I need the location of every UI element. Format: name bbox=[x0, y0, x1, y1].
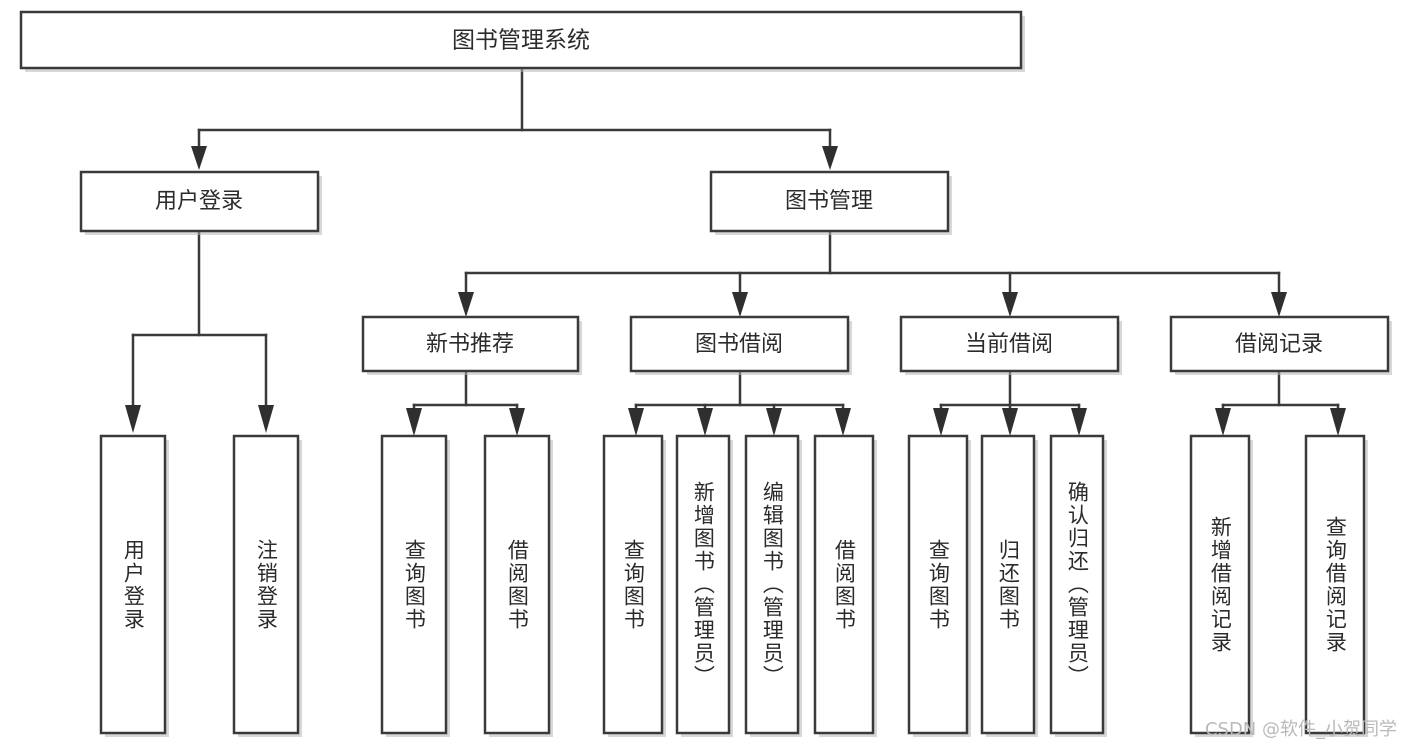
leaf-node-new-book-2[interactable] bbox=[483, 434, 553, 737]
node-user-login[interactable]: 用户登录 bbox=[79, 170, 322, 235]
leaf-rect[interactable] bbox=[602, 434, 664, 735]
arrow-head-icon bbox=[628, 408, 644, 436]
connector-group-new-book bbox=[406, 371, 525, 436]
arrow-head-icon bbox=[191, 146, 207, 170]
leaf-rect[interactable] bbox=[483, 434, 551, 735]
leaf-node-new-book-1[interactable] bbox=[380, 434, 450, 737]
node-book-management-rect[interactable] bbox=[709, 170, 950, 233]
node-root-label: 图书管理系统 bbox=[452, 28, 590, 54]
leaf-rect[interactable] bbox=[1304, 434, 1366, 735]
arrow-head-icon bbox=[697, 408, 713, 436]
arrow-head-icon bbox=[1002, 292, 1018, 317]
connector-group-root bbox=[191, 68, 838, 170]
connector-group-borrow-record bbox=[1215, 371, 1346, 436]
node-root[interactable]: 图书管理系统 bbox=[19, 10, 1025, 72]
leaf-node-borrow-record-2[interactable] bbox=[1304, 434, 1368, 737]
leaf-node-book-borrow-1[interactable] bbox=[602, 434, 666, 737]
node-current-borrow-label: 当前借阅 bbox=[965, 332, 1053, 357]
leaf-node-current-borrow-3[interactable] bbox=[1049, 434, 1107, 737]
arrow-head-icon bbox=[458, 292, 474, 317]
leaf-node-user-login-1[interactable] bbox=[99, 434, 169, 737]
node-new-book-recommend[interactable]: 新书推荐 bbox=[361, 315, 582, 375]
connector-group-user-login bbox=[125, 231, 274, 433]
leaf-node-current-borrow-2[interactable] bbox=[980, 434, 1038, 737]
leaf-rect[interactable] bbox=[1189, 434, 1251, 735]
node-book-management-label: 图书管理 bbox=[785, 189, 873, 214]
connector-group-book-borrow bbox=[628, 371, 851, 436]
leaf-rect[interactable] bbox=[675, 434, 731, 735]
leaf-rect[interactable] bbox=[980, 434, 1036, 735]
arrow-head-icon bbox=[822, 146, 838, 170]
node-current-borrow-rect[interactable] bbox=[899, 315, 1120, 373]
node-borrow-record-label: 借阅记录 bbox=[1235, 332, 1323, 357]
arrow-head-icon bbox=[509, 408, 525, 436]
node-book-borrow-label: 图书借阅 bbox=[695, 332, 783, 357]
arrow-head-icon bbox=[1215, 408, 1231, 436]
arrow-head-icon bbox=[1071, 408, 1087, 436]
leaf-node-user-login-2[interactable] bbox=[232, 434, 302, 737]
arrow-head-icon bbox=[766, 408, 782, 436]
leaf-rect[interactable] bbox=[813, 434, 875, 735]
node-current-borrow[interactable]: 当前借阅 bbox=[899, 315, 1122, 375]
node-book-borrow-rect[interactable] bbox=[629, 315, 850, 373]
node-book-borrow[interactable]: 图书借阅 bbox=[629, 315, 852, 375]
leaf-rect[interactable] bbox=[99, 434, 167, 735]
leaf-node-book-borrow-4[interactable] bbox=[813, 434, 877, 737]
leaf-rect[interactable] bbox=[232, 434, 300, 735]
arrow-head-icon bbox=[1002, 408, 1018, 436]
node-user-login-rect[interactable] bbox=[79, 170, 320, 233]
leaf-node-current-borrow-1[interactable] bbox=[907, 434, 971, 737]
leaf-node-book-borrow-2[interactable] bbox=[675, 434, 733, 737]
leaf-node-book-borrow-3[interactable] bbox=[744, 434, 802, 737]
node-user-login-label: 用户登录 bbox=[155, 189, 243, 214]
arrow-head-icon bbox=[1271, 292, 1287, 317]
leaf-node-borrow-record-1[interactable] bbox=[1189, 434, 1253, 737]
watermark-text: CSDN @软件_小贺同学 bbox=[1204, 719, 1397, 740]
leaf-rect[interactable] bbox=[380, 434, 448, 735]
arrow-head-icon bbox=[125, 405, 141, 433]
node-root-rect[interactable] bbox=[19, 10, 1023, 70]
node-book-management[interactable]: 图书管理 bbox=[709, 170, 952, 235]
leaf-rect[interactable] bbox=[1049, 434, 1105, 735]
arrow-head-icon bbox=[835, 408, 851, 436]
node-borrow-record-rect[interactable] bbox=[1169, 315, 1390, 373]
arrow-head-icon bbox=[1330, 408, 1346, 436]
leaf-rect[interactable] bbox=[744, 434, 800, 735]
leaf-rect[interactable] bbox=[907, 434, 969, 735]
arrow-head-icon bbox=[406, 408, 422, 436]
node-borrow-record[interactable]: 借阅记录 bbox=[1169, 315, 1392, 375]
arrow-head-icon bbox=[732, 292, 748, 317]
connector-group-book-management bbox=[458, 231, 1287, 317]
arrow-head-icon bbox=[933, 408, 949, 436]
node-new-book-recommend-label: 新书推荐 bbox=[426, 332, 514, 357]
connector-group-current-borrow bbox=[933, 371, 1087, 436]
node-new-book-recommend-rect[interactable] bbox=[361, 315, 580, 373]
arrow-head-icon bbox=[258, 405, 274, 433]
